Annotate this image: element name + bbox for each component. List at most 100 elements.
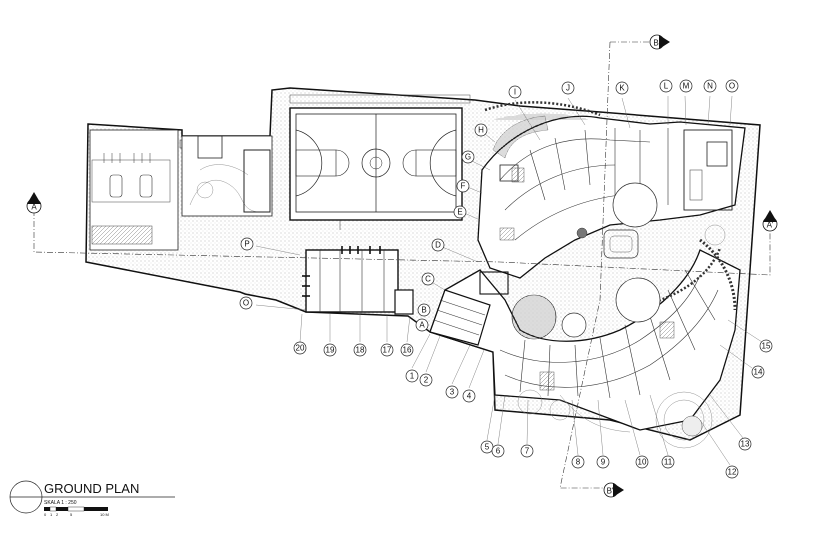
grid-bubble-19: 19 <box>323 343 337 357</box>
section-marker-a-right: A' <box>762 210 778 232</box>
grid-bubble-c: C <box>421 272 435 286</box>
grid-bubble-f: F <box>456 179 470 193</box>
curved-building <box>429 101 746 431</box>
svg-text:B: B <box>421 306 426 315</box>
svg-text:2: 2 <box>424 376 429 385</box>
svg-text:12: 12 <box>728 468 737 477</box>
svg-text:18: 18 <box>356 346 365 355</box>
grid-bubble-12: 12 <box>725 465 739 479</box>
svg-text:H: H <box>478 126 484 135</box>
grid-bubble-a: A <box>415 318 429 332</box>
section-lines <box>33 41 771 489</box>
scale-tick: 5 <box>70 512 73 517</box>
grid-bubble-7: 7 <box>520 444 534 458</box>
grid-letter-bubbles: A B C D E F G H I J K L M N O O P <box>239 79 739 332</box>
svg-text:L: L <box>664 82 669 91</box>
garden-block <box>181 135 273 217</box>
section-marker-label: B <box>653 39 658 48</box>
grid-bubble-j: J <box>561 81 575 95</box>
section-marker-b-top: B <box>649 34 670 50</box>
svg-text:13: 13 <box>741 440 750 449</box>
scale-tick: 10 M <box>100 512 109 517</box>
grid-bubble-20: 20 <box>293 341 307 355</box>
svg-text:J: J <box>566 84 570 93</box>
grid-bubble-4: 4 <box>462 389 476 403</box>
svg-text:3: 3 <box>450 388 455 397</box>
svg-text:6: 6 <box>496 447 501 456</box>
parking-area <box>89 129 189 251</box>
svg-text:D: D <box>435 241 441 250</box>
basketball-court <box>289 94 471 230</box>
svg-text:F: F <box>461 182 466 191</box>
svg-text:20: 20 <box>296 344 305 353</box>
svg-text:1: 1 <box>410 372 415 381</box>
section-marker-label: A' <box>767 221 774 230</box>
grid-bubble-m: M <box>679 79 693 93</box>
scale-tick: 2 <box>56 512 59 517</box>
grid-bubble-g: G <box>461 150 475 164</box>
svg-text:19: 19 <box>326 346 335 355</box>
grid-number-bubbles: 1 2 3 4 5 6 7 8 9 10 11 12 13 14 15 16 1… <box>293 339 773 479</box>
svg-text:4: 4 <box>467 392 472 401</box>
grid-bubble-11: 11 <box>661 455 675 469</box>
svg-text:G: G <box>465 153 471 162</box>
plan-scale: SKALA 1 : 250 <box>44 500 77 506</box>
plan-title: GROUND PLAN <box>44 481 139 496</box>
grid-bubble-8: 8 <box>571 455 585 469</box>
svg-text:K: K <box>619 84 625 93</box>
svg-text:O: O <box>729 82 735 91</box>
grid-bubble-6: 6 <box>491 444 505 458</box>
svg-text:16: 16 <box>403 346 412 355</box>
scale-tick: 1 <box>50 512 53 517</box>
svg-text:15: 15 <box>762 342 771 351</box>
title-block: GROUND PLAN SKALA 1 : 250 0 1 2 5 10 M <box>9 480 175 517</box>
grid-bubble-d: D <box>431 238 445 252</box>
svg-text:8: 8 <box>576 458 581 467</box>
grid-bubble-n: N <box>703 79 717 93</box>
courtyard-features <box>511 182 726 449</box>
section-marker-a-left: A <box>26 192 42 214</box>
grid-bubble-16: 16 <box>400 343 414 357</box>
section-marker-label: A <box>31 203 37 212</box>
svg-text:C: C <box>425 275 431 284</box>
section-marker-label: B' <box>607 487 614 496</box>
svg-text:14: 14 <box>754 368 763 377</box>
section-marker-b-bottom: B' <box>603 482 624 498</box>
grid-bubble-1: 1 <box>405 369 419 383</box>
grid-bubble-15: 15 <box>759 339 773 353</box>
svg-text:11: 11 <box>664 458 673 467</box>
grid-bubble-5: 5 <box>480 440 494 454</box>
svg-text:E: E <box>457 208 462 217</box>
grid-lines <box>255 95 763 466</box>
scale-tick: 0 <box>44 512 47 517</box>
svg-text:17: 17 <box>383 346 392 355</box>
grid-bubble-h: H <box>474 123 488 137</box>
grid-bubble-17: 17 <box>380 343 394 357</box>
svg-text:P: P <box>244 240 249 249</box>
svg-text:I: I <box>514 88 516 97</box>
grid-bubble-14: 14 <box>751 365 765 379</box>
hall-building <box>302 246 414 315</box>
grid-bubble-9: 9 <box>596 455 610 469</box>
svg-text:5: 5 <box>485 443 490 452</box>
svg-text:7: 7 <box>525 447 530 456</box>
grid-bubble-2: 2 <box>419 373 433 387</box>
svg-text:10: 10 <box>638 458 647 467</box>
svg-text:9: 9 <box>601 458 606 467</box>
grid-bubble-b: B <box>417 303 431 317</box>
grid-bubble-o-left: O <box>239 296 253 310</box>
svg-text:N: N <box>707 82 713 91</box>
svg-text:M: M <box>683 82 690 91</box>
grid-bubble-o-top: O <box>725 79 739 93</box>
grid-bubble-i: I <box>508 85 522 99</box>
grid-bubble-e: E <box>453 205 467 219</box>
scale-bar: 0 1 2 5 10 M <box>44 506 109 517</box>
grid-bubble-p: P <box>240 237 254 251</box>
grid-bubble-18: 18 <box>353 343 367 357</box>
svg-text:A: A <box>419 321 425 330</box>
grid-bubble-10: 10 <box>635 455 649 469</box>
grid-bubble-l: L <box>659 79 673 93</box>
grid-bubble-k: K <box>615 81 629 95</box>
